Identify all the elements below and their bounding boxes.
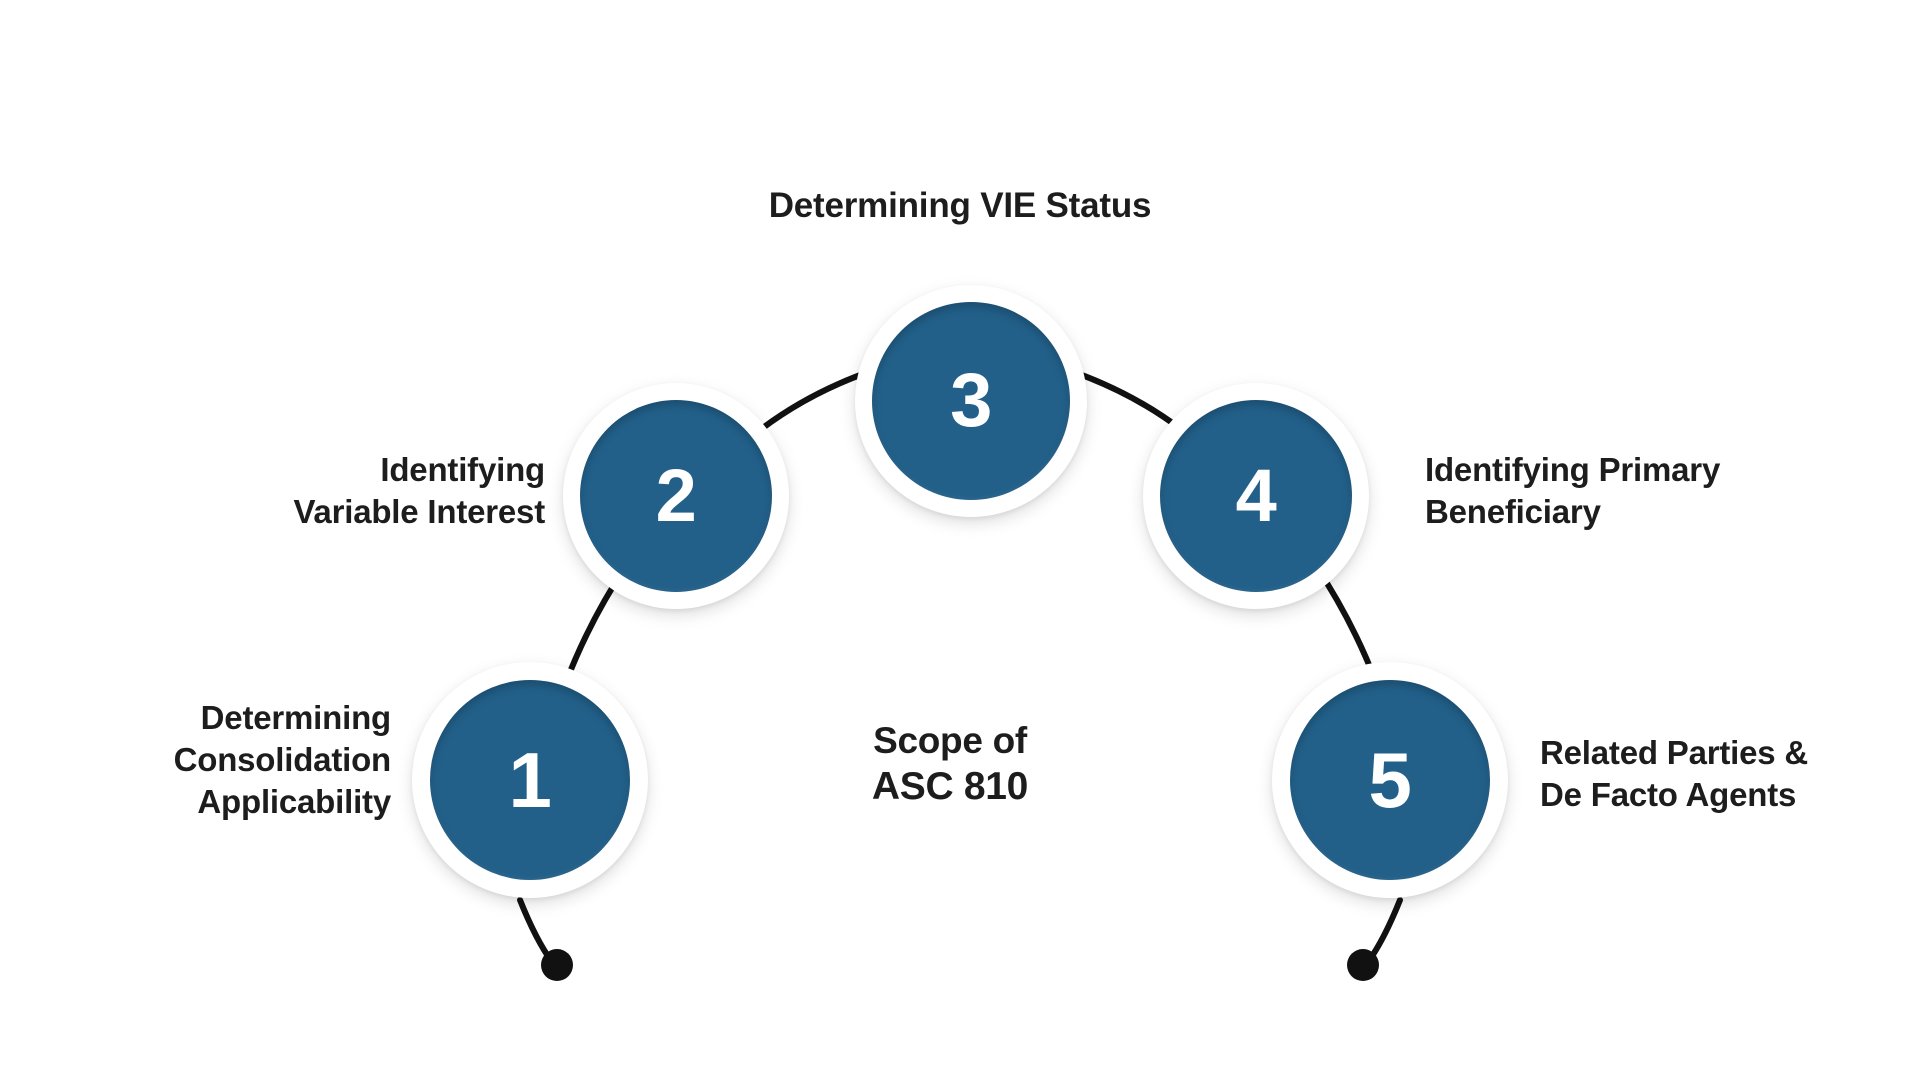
terminus-dot-left <box>541 949 573 981</box>
step-node-4-disc: 4 <box>1160 400 1352 592</box>
center-caption-line-2: ASC 810 <box>871 765 1029 809</box>
step-label-5: Related Parties & De Facto Agents <box>1540 734 1809 813</box>
diagram-title: Determining VIE Status <box>768 186 1152 225</box>
step-number-5: 5 <box>1368 736 1412 824</box>
step-label-1: Determining Consolidation Applicability <box>173 699 392 820</box>
center-caption: Scope of ASC 810 <box>760 718 1140 811</box>
step-node-1[interactable]: 1 <box>412 662 648 898</box>
connector-tail-right <box>1365 897 1403 965</box>
step-node-3[interactable]: 3 <box>855 285 1087 517</box>
step-node-4[interactable]: 4 <box>1143 383 1369 609</box>
center-caption-line-1: Scope of <box>873 720 1027 761</box>
connector-tail-left <box>517 897 555 965</box>
step-number-3: 3 <box>950 358 992 443</box>
terminus-dot-right <box>1347 949 1379 981</box>
step-label-2: Identifying Variable Interest <box>293 451 545 530</box>
step-number-1: 1 <box>508 736 552 824</box>
step-label-4: Identifying Primary Beneficiary <box>1425 451 1721 530</box>
step-number-4: 4 <box>1235 454 1277 537</box>
step-node-2[interactable]: 2 <box>563 383 789 609</box>
step-node-5-disc: 5 <box>1290 680 1490 880</box>
step-number-2: 2 <box>655 454 697 537</box>
step-node-2-disc: 2 <box>580 400 772 592</box>
step-node-1-disc: 1 <box>430 680 630 880</box>
step-node-5[interactable]: 5 <box>1272 662 1508 898</box>
step-node-3-disc: 3 <box>872 302 1070 500</box>
